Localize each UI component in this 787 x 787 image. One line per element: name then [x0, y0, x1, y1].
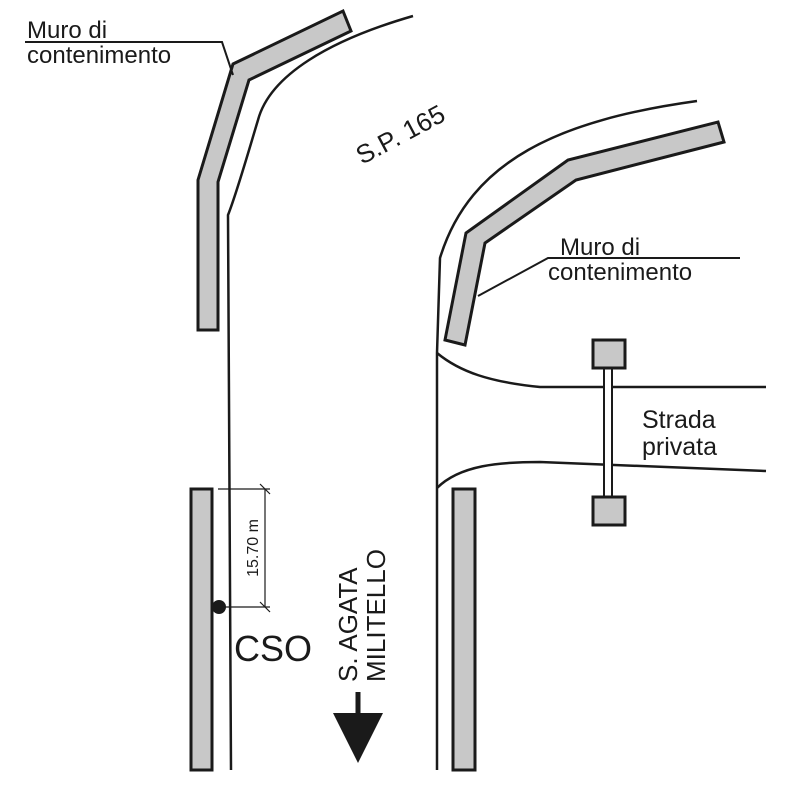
private-road-label: Strada privata	[642, 406, 723, 461]
wall-left-leader	[25, 41, 234, 76]
cso-label: CSO	[234, 628, 312, 669]
road-label: S.P. 165	[351, 99, 450, 171]
wall-right-leader	[477, 257, 740, 297]
gate-icon	[591, 338, 627, 527]
road-left-edge	[226, 14, 414, 771]
retaining-wall-upper-left	[196, 8, 353, 332]
road-right-edge-upper	[435, 99, 698, 354]
private-road-top-edge	[436, 352, 766, 389]
retaining-wall-lower-left	[189, 487, 214, 772]
retaining-wall-lower-right	[451, 487, 477, 772]
wall-left-label: Muro di contenimento	[27, 17, 171, 69]
dimension-line	[218, 483, 271, 613]
dimension-label: 15.70 m	[245, 519, 262, 577]
retaining-wall-upper-right	[443, 120, 726, 347]
direction-label: S. AGATA MILITELLO	[333, 549, 391, 682]
wall-right-label: Muro di contenimento	[548, 234, 692, 286]
private-road-bottom-edge	[436, 460, 767, 489]
cso-marker	[212, 600, 226, 614]
